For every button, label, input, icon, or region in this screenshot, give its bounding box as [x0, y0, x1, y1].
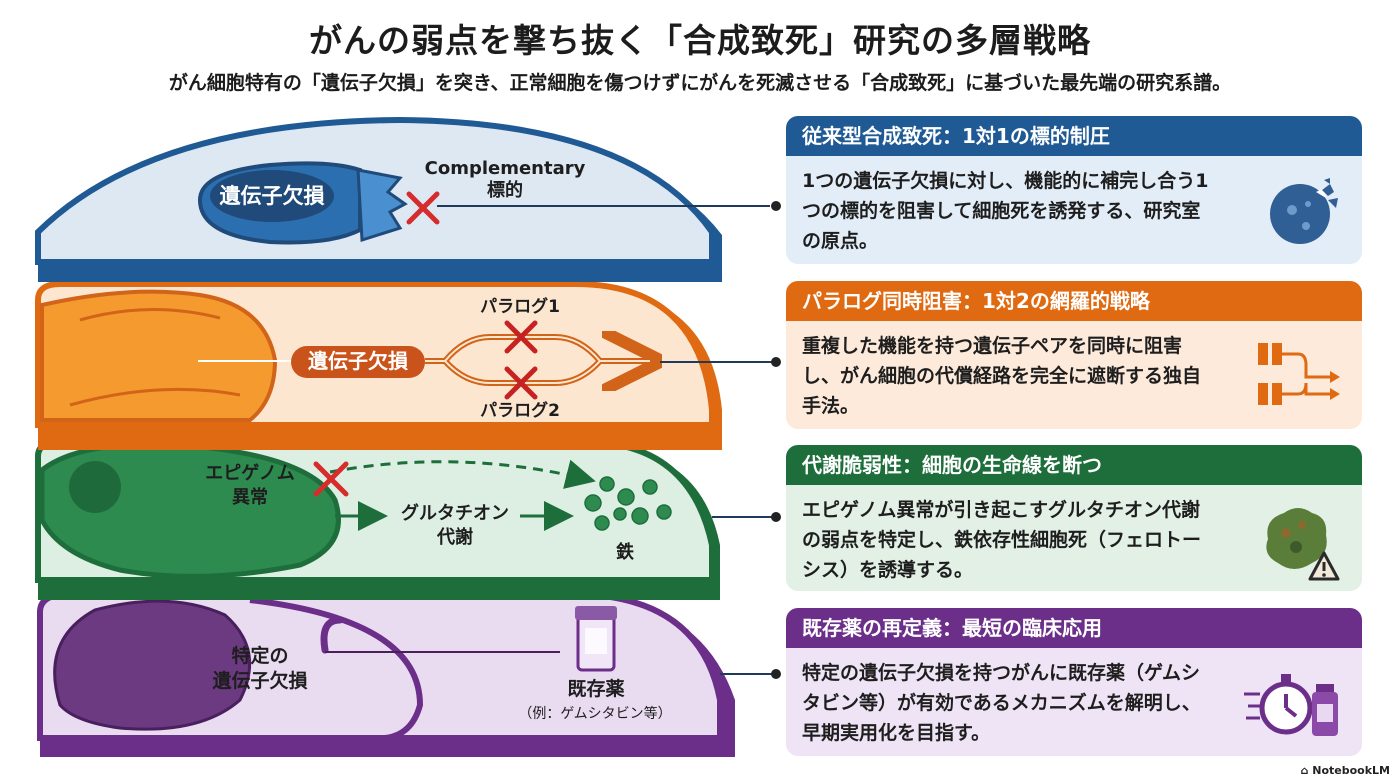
card-drug-repurposing: 既存薬の再定義：最短の臨床応用 特定の遺伝子欠損を持つがんに既存薬（ゲムシタビン…: [786, 608, 1362, 756]
paralog2-x-icon: [504, 366, 538, 400]
card-header: 既存薬の再定義：最短の臨床応用: [786, 608, 1362, 648]
card-header: 代謝脆弱性：細胞の生命線を断つ: [786, 445, 1362, 485]
ferroptosis-warning-icon: [1258, 499, 1344, 587]
orange-gene-label: 遺伝子欠損: [308, 349, 408, 373]
card-body: 特定の遺伝子欠損を持つがんに既存薬（ゲムシタビン等）が有効であるメカニズムを解明…: [802, 662, 1201, 744]
orange-gene-pill: [291, 346, 425, 378]
drug-example-label: （例：ゲムシタビン等）: [518, 706, 672, 722]
paralog1-x-icon: [504, 320, 538, 354]
brand-label: ⌂ NotebookLM: [1301, 764, 1390, 777]
connector-dot-2: [771, 357, 781, 367]
notebook-logo-icon: ⌂: [1300, 764, 1313, 777]
card-body: 重複した機能を持つ遺伝子ペアを同時に阻害し、がん細胞の代償経路を完全に遮断する独…: [802, 335, 1202, 417]
stopwatch-drug-icon: [1244, 664, 1344, 748]
epigenome-label-line2: 異常: [232, 487, 268, 508]
blue-gene-label: 遺伝子欠損: [219, 184, 325, 208]
purple-nucleus: [53, 599, 252, 731]
cancer-cell-icon: [1264, 170, 1344, 254]
complementary-label: Complementary: [424, 158, 586, 179]
glutathione-label-line2: 代謝: [437, 527, 473, 548]
dual-block-icon: [1254, 335, 1344, 419]
target-label: 標的: [487, 180, 523, 201]
purple-gene-label-line2: 遺伝子欠損: [212, 670, 308, 692]
card-paralog: パラログ同時阻害：1対2の網羅的戦略 重複した機能を持つ遺伝子ペアを同時に阻害し…: [786, 281, 1362, 429]
card-body: エピゲノム異常が引き起こすグルタチオン代謝の弱点を特定し、鉄依存性細胞死（フェロ…: [802, 499, 1202, 581]
complementary-target-piece: [356, 168, 408, 243]
connector-dot-4: [771, 669, 781, 679]
brand-text: NotebookLM: [1312, 764, 1390, 777]
card-body: 1つの遺伝子欠損に対し、機能的に補完し合う1つの標的を阻害して細胞死を誘発する、…: [802, 170, 1209, 252]
card-header: 従来型合成致死：1対1の標的制圧: [786, 116, 1362, 156]
glutathione-label-line1: グルタチオン: [401, 503, 509, 524]
orange-nucleus: [40, 289, 278, 422]
epigenome-block-x-icon: [313, 461, 349, 497]
connector-dot-1: [771, 201, 781, 211]
existing-drug-label: 既存薬: [567, 678, 625, 700]
card-metabolic: 代謝脆弱性：細胞の生命線を断つ エピゲノム異常が引き起こすグルタチオン代謝の弱点…: [786, 445, 1362, 591]
paralog2-label: パラログ2: [480, 401, 560, 421]
iron-label: 鉄: [616, 542, 634, 563]
page-title: がんの弱点を撃ち抜く「合成致死」研究の多層戦略: [309, 21, 1091, 60]
orange-layer: [35, 281, 722, 450]
iron-dots: [584, 476, 672, 531]
epigenome-label-line1: エピゲノム: [205, 463, 295, 484]
purple-gene-label-line1: 特定の: [231, 645, 289, 667]
card-conventional: 従来型合成致死：1対1の標的制圧 1つの遺伝子欠損に対し、機能的に補完し合う1つ…: [786, 116, 1362, 264]
dashed-arrow: [329, 459, 596, 489]
paralog1-label: パラログ1: [480, 297, 560, 317]
green-layer: [35, 439, 720, 600]
page-subtitle: がん細胞特有の「遺伝子欠損」を突き、正常細胞を傷つけずにがんを死滅させる「合成致…: [168, 72, 1232, 94]
connector-dot-3: [771, 512, 781, 522]
target-block-x-icon: [406, 191, 440, 225]
blue-layer: [35, 116, 770, 282]
purple-layer: [37, 591, 735, 757]
card-header: パラログ同時阻害：1対2の網羅的戦略: [786, 281, 1362, 321]
